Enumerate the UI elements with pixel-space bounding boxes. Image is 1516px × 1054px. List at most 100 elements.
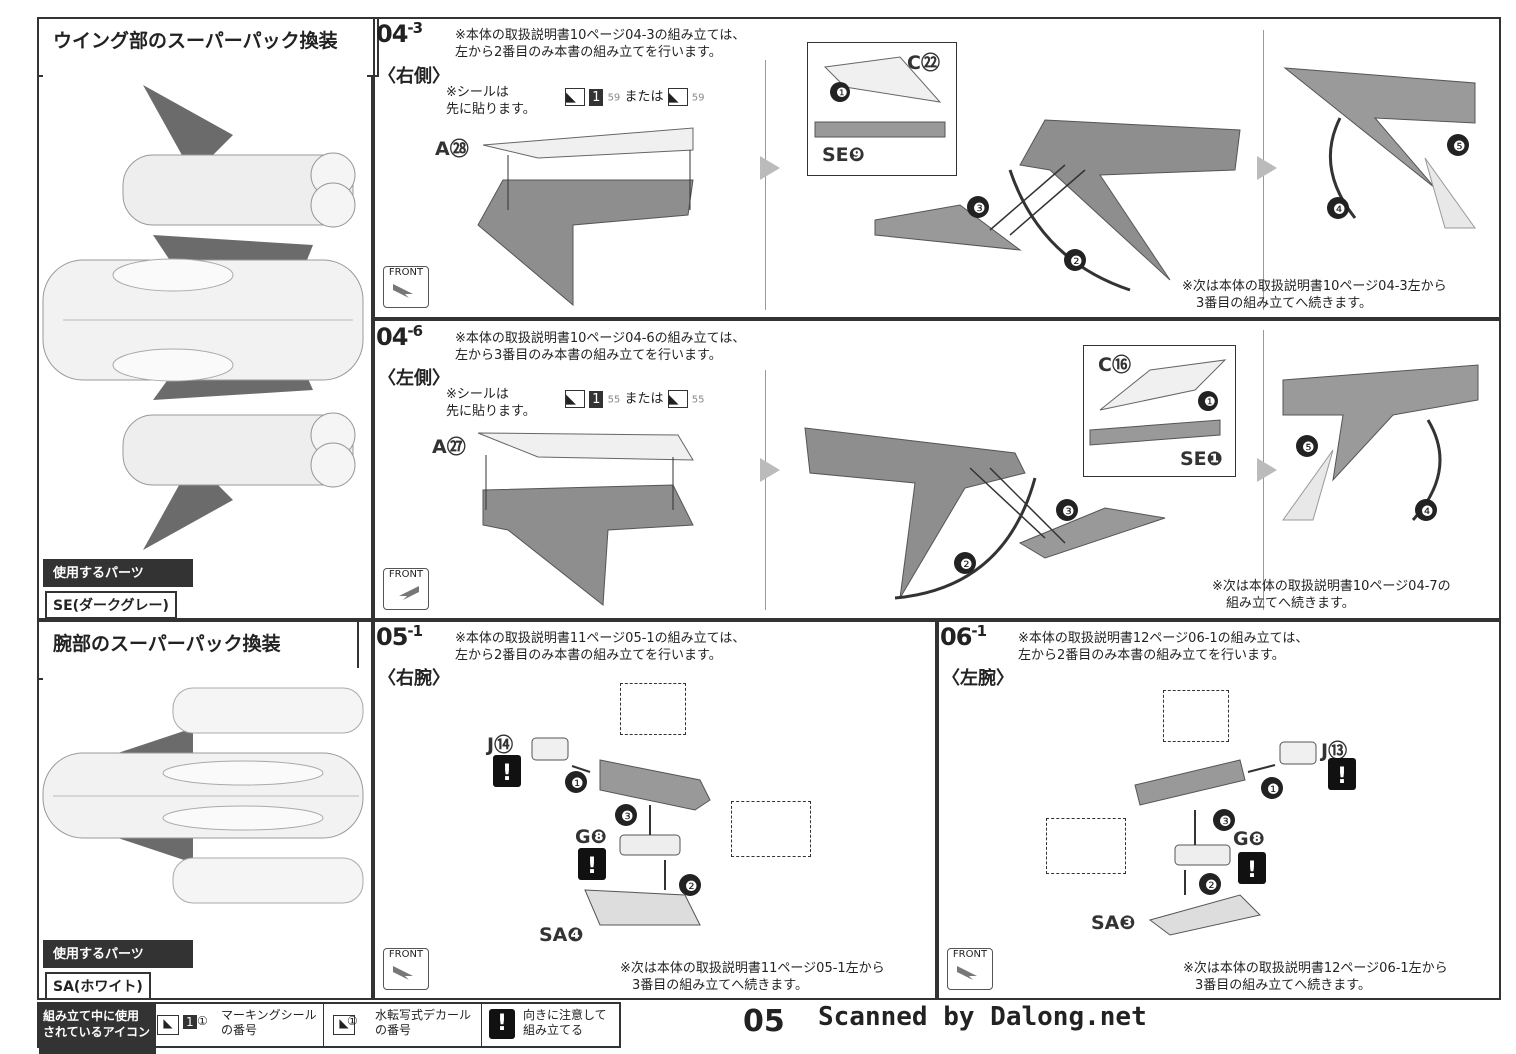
step-04-6-note: ※本体の取扱説明書10ページ04-6の組み立ては、 左から3番目のみ本書の組み立… bbox=[455, 331, 746, 363]
plane-arm-drawing bbox=[42, 687, 364, 904]
part-c16-label: C⑯ bbox=[1098, 354, 1131, 376]
step-04-3-final-drawing: ❹ ❺ bbox=[1283, 67, 1476, 229]
step-04-6-detail-box bbox=[1083, 345, 1236, 477]
marking-sticker-icon: ◣ bbox=[157, 1015, 179, 1035]
caution-icon: ! bbox=[587, 854, 597, 879]
plane-top-view-drawing bbox=[42, 85, 364, 550]
circled-number-icon: ① bbox=[197, 1014, 208, 1028]
wing-section-frame: ウイング部のスーパーパック換装 使用するパーツ SE(ダークグレー) bbox=[37, 17, 379, 620]
step-2-marker: ❷ bbox=[685, 879, 698, 895]
step-04-3-sticker-icons: ◣ 1 59 または ◣ 59 bbox=[565, 88, 705, 106]
arm-parts-heading: 使用するパーツ bbox=[43, 940, 193, 968]
part-j14-label: J⑭ bbox=[487, 734, 514, 756]
step-4-marker: ❹ bbox=[1421, 504, 1434, 520]
step-06-1-drawing: ! ! ❶ ❸ ❷ bbox=[1134, 741, 1356, 936]
step-04-3-number: 04-3 bbox=[376, 19, 423, 48]
caution-icon: ! bbox=[1247, 858, 1257, 883]
arm-section-frame: 腕部のスーパーパック換装 使用するパーツ SA(ホワイト) bbox=[37, 620, 373, 1000]
step-05-1-next-note: ※次は本体の取扱説明書11ページ05-1左から 3番目の組み立てへ続きます。 bbox=[620, 961, 885, 993]
sticker-number-icon: 1 bbox=[589, 88, 604, 106]
step-06-1-side: 〈左腕〉 bbox=[942, 668, 1014, 689]
step-04-3-panel bbox=[373, 17, 1501, 319]
step-06-1-number: 06-1 bbox=[940, 622, 987, 651]
legend-heading: 組み立て中に使用 されているアイコン bbox=[39, 1004, 156, 1054]
step-06-1-panel bbox=[937, 620, 1501, 1000]
step-04-3-sticker-note: ※シールは 先に貼ります。 bbox=[446, 85, 536, 117]
step-04-3-next-note: ※次は本体の取扱説明書10ページ04-3左から 3番目の組み立てへ続きます。 bbox=[1182, 279, 1447, 311]
part-a28-label: A㉘ bbox=[435, 138, 469, 160]
step-04-3-sub-assembly: ❶ bbox=[814, 56, 946, 138]
divider bbox=[765, 60, 766, 310]
part-se1-label: SE❶ bbox=[1180, 448, 1223, 470]
legend-caution: ! 向きに注意して 組み立てる bbox=[481, 1004, 617, 1046]
step-1-marker: ❶ bbox=[836, 86, 848, 101]
step-1-marker: ❶ bbox=[1267, 782, 1280, 798]
step-05-1-note: ※本体の取扱説明書11ページ05-1の組み立ては、 左から2番目のみ本書の組み立… bbox=[455, 631, 746, 663]
legend-marking: ◣ 1 ① マーキングシール の番号 bbox=[147, 1004, 324, 1046]
decal-icon: ◣ bbox=[333, 1015, 355, 1035]
arrow-right-icon bbox=[760, 458, 780, 482]
step-4-marker: ❹ bbox=[1333, 202, 1346, 218]
step-04-3-note: ※本体の取扱説明書10ページ04-3の組み立ては、 左から2番目のみ本書の組み立… bbox=[455, 28, 746, 60]
step-06-1-note: ※本体の取扱説明書12ページ06-1の組み立ては、 左から2番目のみ本書の組み立… bbox=[1018, 631, 1309, 663]
front-indicator: FRONT bbox=[383, 266, 429, 308]
step-04-6-panel bbox=[373, 319, 1501, 620]
step-3-marker: ❸ bbox=[973, 201, 986, 217]
icon-legend: 組み立て中に使用 されているアイコン ◣ 1 ① マーキングシール の番号 ◣ … bbox=[37, 1002, 621, 1054]
step-04-3-side: 〈右側〉 bbox=[378, 66, 450, 87]
step-04-6-main-drawing: ❸ ❷ bbox=[804, 427, 1166, 600]
step-05-1-zoom-box bbox=[731, 801, 811, 857]
marking-sticker-icon: ◣ bbox=[565, 88, 585, 106]
step-1-marker: ❶ bbox=[1204, 395, 1216, 410]
step-06-1-zoom-box bbox=[1163, 690, 1229, 742]
part-sa3-label: SA❸ bbox=[1091, 912, 1136, 934]
part-g8-label: G❽ bbox=[575, 826, 607, 848]
page-number: 05 bbox=[743, 1004, 785, 1039]
step-06-1-zoom-box bbox=[1046, 818, 1126, 874]
arrow-right-icon bbox=[1257, 458, 1277, 482]
circled-number-icon: ① bbox=[347, 1014, 358, 1028]
part-c22-label: C㉒ bbox=[907, 52, 940, 74]
step-04-6-final-drawing: ❹ ❺ bbox=[1282, 364, 1479, 522]
step-04-6-next-note: ※次は本体の取扱説明書10ページ04-7の 組み立てへ続きます。 bbox=[1212, 579, 1451, 611]
caution-icon: ! bbox=[489, 1009, 515, 1039]
front-indicator: FRONT bbox=[383, 568, 429, 610]
decal-icon: ◣ bbox=[667, 88, 688, 106]
step-5-marker: ❺ bbox=[1302, 440, 1315, 456]
divider bbox=[765, 370, 766, 610]
step-5-marker: ❺ bbox=[1453, 139, 1466, 155]
step-06-1-next-note: ※次は本体の取扱説明書12ページ06-1左から 3番目の組み立てへ続きます。 bbox=[1183, 961, 1448, 993]
part-sa4-label: SA❹ bbox=[539, 924, 584, 946]
part-j13-label: J⑬ bbox=[1321, 740, 1348, 762]
caution-icon: ! bbox=[1337, 764, 1347, 789]
step-2-marker: ❷ bbox=[1205, 878, 1218, 894]
step-04-6-wing-drawing bbox=[477, 432, 694, 606]
part-a27-label: A㉗ bbox=[432, 436, 466, 458]
step-1-marker: ❶ bbox=[571, 776, 584, 792]
step-05-1-side: 〈右腕〉 bbox=[378, 668, 450, 689]
legend-decal: ◣ ① 水転写式デカール の番号 bbox=[323, 1004, 482, 1046]
step-05-1-panel bbox=[373, 620, 937, 1000]
step-04-3-main-drawing: ❸ ❷ bbox=[874, 119, 1241, 292]
step-04-6-sticker-icons: ◣ 1 55 または ◣ 55 bbox=[565, 390, 705, 408]
sticker-number-icon: 1 bbox=[183, 1015, 197, 1029]
front-indicator: FRONT bbox=[947, 948, 993, 990]
plane-arm-top-view bbox=[42, 668, 367, 923]
scanned-by-credit: Scanned by Dalong.net bbox=[818, 1002, 1147, 1032]
wing-parts-value: SE(ダークグレー) bbox=[45, 591, 177, 619]
front-indicator: FRONT bbox=[383, 948, 429, 990]
arrow-right-icon bbox=[1257, 156, 1277, 180]
arrow-right-icon bbox=[760, 156, 780, 180]
step-04-6-side: 〈左側〉 bbox=[378, 368, 450, 389]
caution-icon: ! bbox=[502, 761, 512, 786]
part-se9-label: SE❾ bbox=[822, 144, 865, 166]
arm-parts-value: SA(ホワイト) bbox=[45, 972, 151, 1000]
wing-parts-heading: 使用するパーツ bbox=[43, 559, 193, 587]
step-04-6-number: 04-6 bbox=[376, 322, 423, 351]
step-05-1-zoom-box bbox=[620, 683, 686, 735]
marking-sticker-icon: ◣ bbox=[565, 390, 585, 408]
step-04-6-sticker-note: ※シールは 先に貼ります。 bbox=[446, 387, 536, 419]
step-04-3-wing-drawing bbox=[477, 127, 694, 307]
decal-icon: ◣ bbox=[667, 390, 688, 408]
step-2-marker: ❷ bbox=[1070, 254, 1083, 270]
